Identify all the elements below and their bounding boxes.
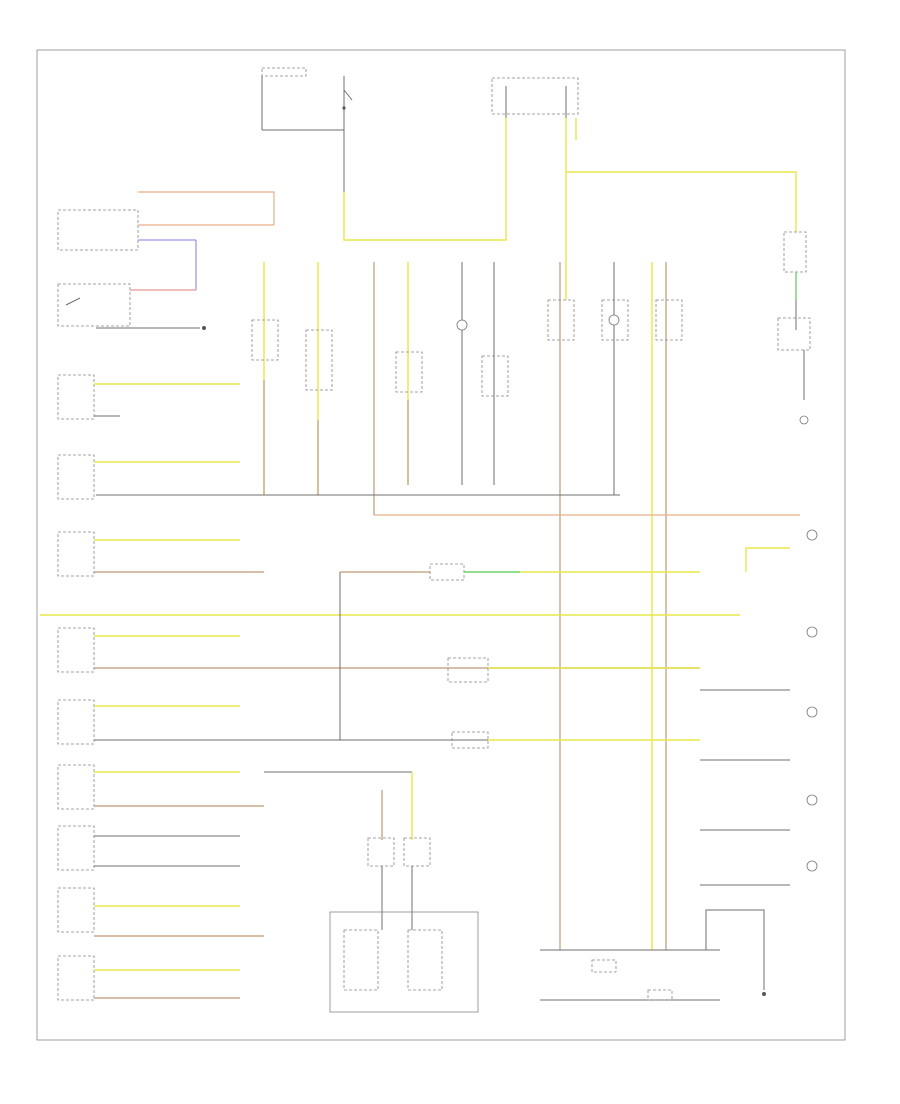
wire-yel-top-2	[565, 118, 797, 232]
left-switch-stack	[40, 374, 700, 1001]
steering-wheel	[329, 911, 479, 1013]
bulb-rear-1	[806, 529, 818, 541]
light-switch	[57, 283, 206, 330]
dimmer-relay-right	[777, 231, 811, 425]
column-connectors	[263, 262, 667, 950]
battery-box	[261, 67, 345, 192]
clock-area	[264, 771, 431, 930]
ignition-switch	[342, 89, 353, 160]
top-switch-row	[251, 299, 683, 397]
wire-yel-top-1	[343, 118, 507, 241]
fuse-relay-box	[491, 77, 579, 118]
combination-meter-left	[57, 191, 275, 291]
center-panel	[339, 563, 700, 749]
diagram-border	[36, 49, 846, 1041]
right-power-windows	[700, 547, 818, 886]
spiral-cable	[540, 909, 766, 1001]
